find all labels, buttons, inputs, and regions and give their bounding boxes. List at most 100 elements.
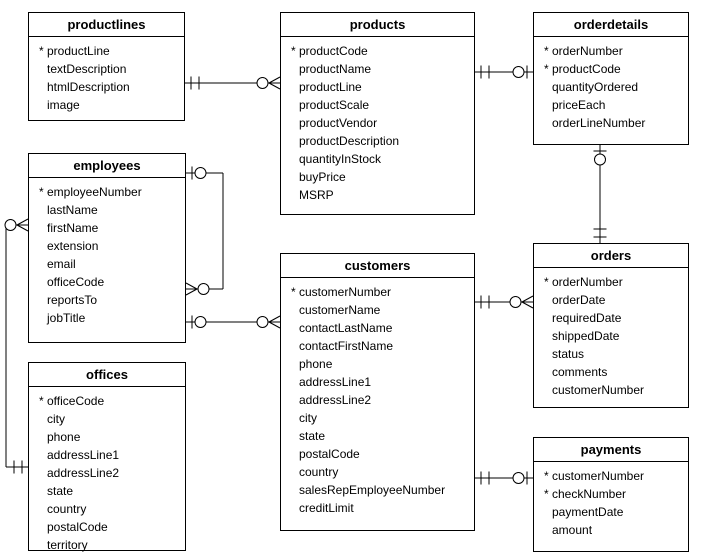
field-row: addressLine1 [39,446,183,464]
primary-key-star: * [291,44,296,58]
field-name: productLine [47,44,110,58]
table-title: products [281,13,474,37]
field-row: customerNumber [544,381,686,399]
table-title: customers [281,254,474,278]
field-row: shippedDate [544,327,686,345]
table-title: productlines [29,13,184,37]
field-row: phone [39,428,183,446]
field-row: amount [544,521,686,539]
table-title: employees [29,154,185,178]
field-name: city [299,411,317,425]
field-name: firstName [47,221,99,235]
table-title: orderdetails [534,13,688,37]
field-row: productScale [291,96,472,114]
field-name: addressLine2 [299,393,372,407]
field-name: employeeNumber [47,185,142,199]
relationship-employees-reportsto-self [185,166,224,296]
field-name: amount [552,523,593,537]
table-title: offices [29,363,185,387]
field-row: city [39,410,183,428]
relationship-products-orderdetails [475,65,533,79]
field-row: territory [39,536,183,554]
field-row: state [39,482,183,500]
field-row: officeCode [39,273,183,291]
field-row: *checkNumber [544,485,686,503]
field-name: comments [552,365,608,379]
field-name: lastName [47,203,98,217]
field-row: productName [291,60,472,78]
field-name: salesRepEmployeeNumber [299,483,446,497]
field-name: postalCode [47,520,108,534]
field-name: customerName [299,303,381,317]
field-row: MSRP [291,186,472,204]
field-name: officeCode [47,275,105,289]
field-name: priceEach [552,98,606,112]
field-name: textDescription [47,62,127,76]
field-name: addressLine1 [299,375,372,389]
field-row: reportsTo [39,291,183,309]
field-name: country [299,465,339,479]
field-name: orderNumber [552,44,623,58]
field-row: orderDate [544,291,686,309]
field-name: MSRP [299,188,334,202]
field-name: phone [47,430,81,444]
field-name: creditLimit [299,501,354,515]
primary-key-star: * [544,275,549,289]
field-row: orderLineNumber [544,114,686,132]
field-row: addressLine2 [39,464,183,482]
field-row: *productCode [544,60,686,78]
field-row: *orderNumber [544,273,686,291]
field-name: image [47,98,80,112]
field-name: quantityOrdered [552,80,639,94]
field-row: status [544,345,686,363]
field-name: productDescription [299,134,400,148]
field-name: productName [299,62,372,76]
primary-key-star: * [544,469,549,483]
field-name: jobTitle [47,311,86,325]
field-row: image [39,96,182,114]
relationship-customers-payments [475,471,533,485]
field-name: orderLineNumber [552,116,646,130]
field-name: territory [47,538,88,552]
field-row: customerName [291,301,472,319]
field-row: creditLimit [291,499,472,517]
field-row: country [291,463,472,481]
field-name: buyPrice [299,170,346,184]
field-name: customerNumber [299,285,392,299]
field-row: *orderNumber [544,42,686,60]
field-row: requiredDate [544,309,686,327]
primary-key-star: * [39,394,44,408]
primary-key-star: * [544,44,549,58]
field-row: paymentDate [544,503,686,521]
field-name: addressLine2 [47,466,120,480]
field-row: quantityOrdered [544,78,686,96]
field-name: status [552,347,585,361]
field-name: contactFirstName [299,339,394,353]
field-row: postalCode [291,445,472,463]
field-row: buyPrice [291,168,472,186]
table-title: payments [534,438,688,462]
field-row: extension [39,237,183,255]
field-row: htmlDescription [39,78,182,96]
field-row: comments [544,363,686,381]
field-row: contactFirstName [291,337,472,355]
primary-key-star: * [544,62,549,76]
field-row: addressLine1 [291,373,472,391]
field-row: priceEach [544,96,686,114]
field-name: contactLastName [299,321,393,335]
field-name: reportsTo [47,293,98,307]
field-row: firstName [39,219,183,237]
relationship-customers-orders [475,295,534,309]
field-name: customerNumber [552,469,645,483]
field-name: postalCode [299,447,360,461]
field-row: postalCode [39,518,183,536]
field-name: officeCode [47,394,105,408]
